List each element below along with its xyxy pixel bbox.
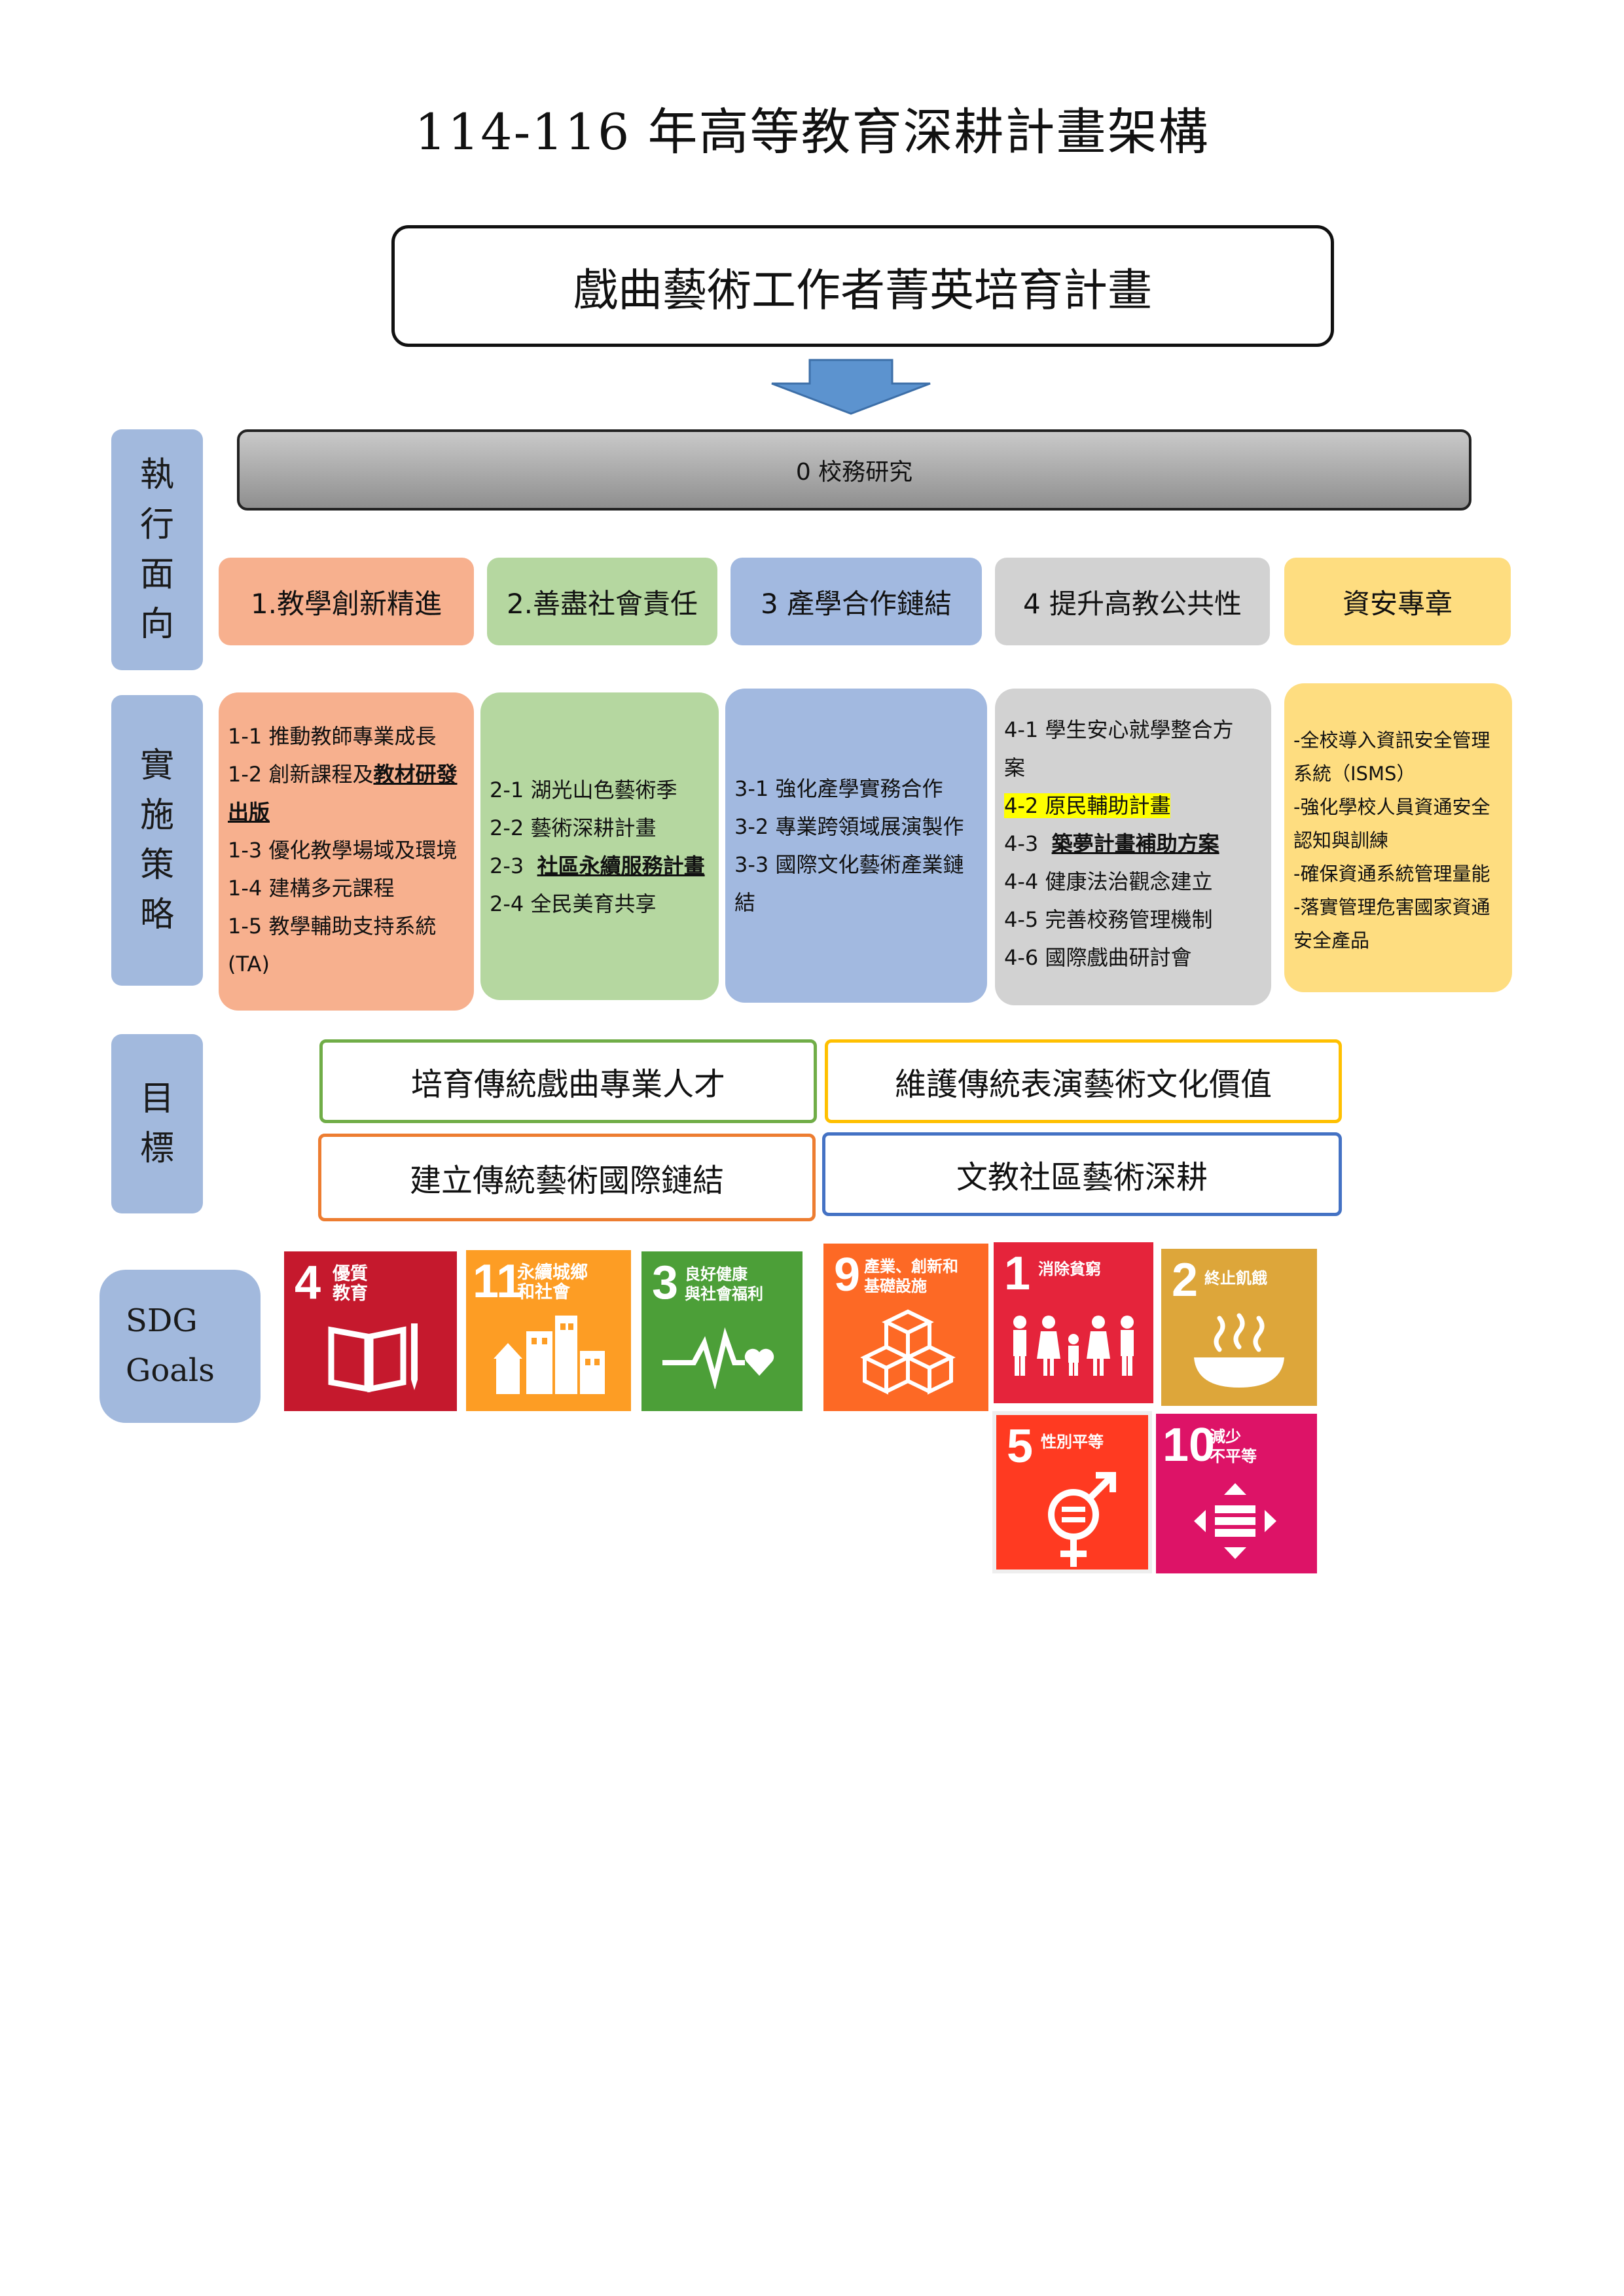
dimension-industry-cooperation: 3 產學合作鏈結 [731, 558, 982, 645]
down-arrow-icon [771, 359, 931, 415]
goals-label: 目 標 [111, 1034, 203, 1213]
main-plan-box: 戲曲藝術工作者菁英培育計畫 [391, 225, 1334, 347]
equality-icon [1194, 1483, 1276, 1559]
sdg-tile-11: 11 永續城鄉 和社會 [466, 1250, 631, 1411]
institutional-research-bar: 0 校務研究 [237, 429, 1471, 511]
goal-cultivate-talent: 培育傳統戲曲專業人才 [319, 1039, 817, 1123]
sdg-tile-5: 5 性別平等 [992, 1411, 1152, 1573]
strategy-box-2: 2-1 湖光山色藝術季 2-2 藝術深耕計畫 2-3 社區永續服務計畫 2-4 … [480, 692, 719, 1000]
sdg-tile-9: 9 產業、創新和 基礎設施 [823, 1244, 988, 1411]
goal-community-arts: 文教社區藝術深耕 [822, 1132, 1342, 1216]
strategy-box-3: 3-1 強化產學實務合作 3-2 專業跨領域展演製作 3-3 國際文化藝術產業鏈… [725, 689, 987, 1003]
dimension-social-responsibility: 2.善盡社會責任 [487, 558, 717, 645]
strategy-label: 實 施 策 略 [111, 695, 203, 986]
strategy-box-5: -全校導入資訊安全管理 系統（ISMS） -強化學校人員資通安全 認知與訓練 -… [1284, 683, 1512, 992]
sdg-tile-2: 2 終止飢餓 [1161, 1249, 1317, 1406]
sdg-tile-1: 1 消除貧窮 [994, 1242, 1153, 1403]
page-title: 114-116 年高等教育深耕計畫架構 [414, 103, 1210, 161]
gender-icon [1048, 1472, 1116, 1567]
goal-international-links: 建立傳統藝術國際鏈結 [318, 1134, 816, 1221]
execution-label: 執 行 面 向 [111, 429, 203, 670]
dimension-infosec: 資安專章 [1284, 558, 1511, 645]
strategy-box-4: 4-1 學生安心就學整合方 案 4-2 原民輔助計畫 4-3 築夢計畫補助方案 … [995, 689, 1271, 1005]
sdg-tile-3: 3 良好健康 與社會福利 [641, 1251, 803, 1411]
heartbeat-icon [662, 1327, 774, 1389]
highlighted-strategy-4-2: 4-2 原民輔助計畫 [1004, 793, 1171, 818]
sdg-goals-label: SDG Goals [99, 1270, 261, 1423]
dimension-public-good: 4 提升高教公共性 [995, 558, 1270, 645]
sdg-tile-10: 10 減少 不平等 [1156, 1414, 1317, 1573]
strategy-box-1: 1-1 推動教師專業成長 1-2 創新課程及教材研發 出版 1-3 優化教學場域… [219, 692, 474, 1011]
sdg-tile-4: 4 優質 教育 [284, 1251, 457, 1411]
family-icon [1013, 1316, 1134, 1376]
book-icon [328, 1323, 418, 1393]
goal-preserve-culture: 維護傳統表演藝術文化價值 [825, 1039, 1342, 1123]
cubes-icon [860, 1309, 956, 1395]
city-icon [494, 1316, 605, 1394]
bowl-icon [1194, 1313, 1284, 1388]
dimension-teaching-innovation: 1.教學創新精進 [219, 558, 474, 645]
